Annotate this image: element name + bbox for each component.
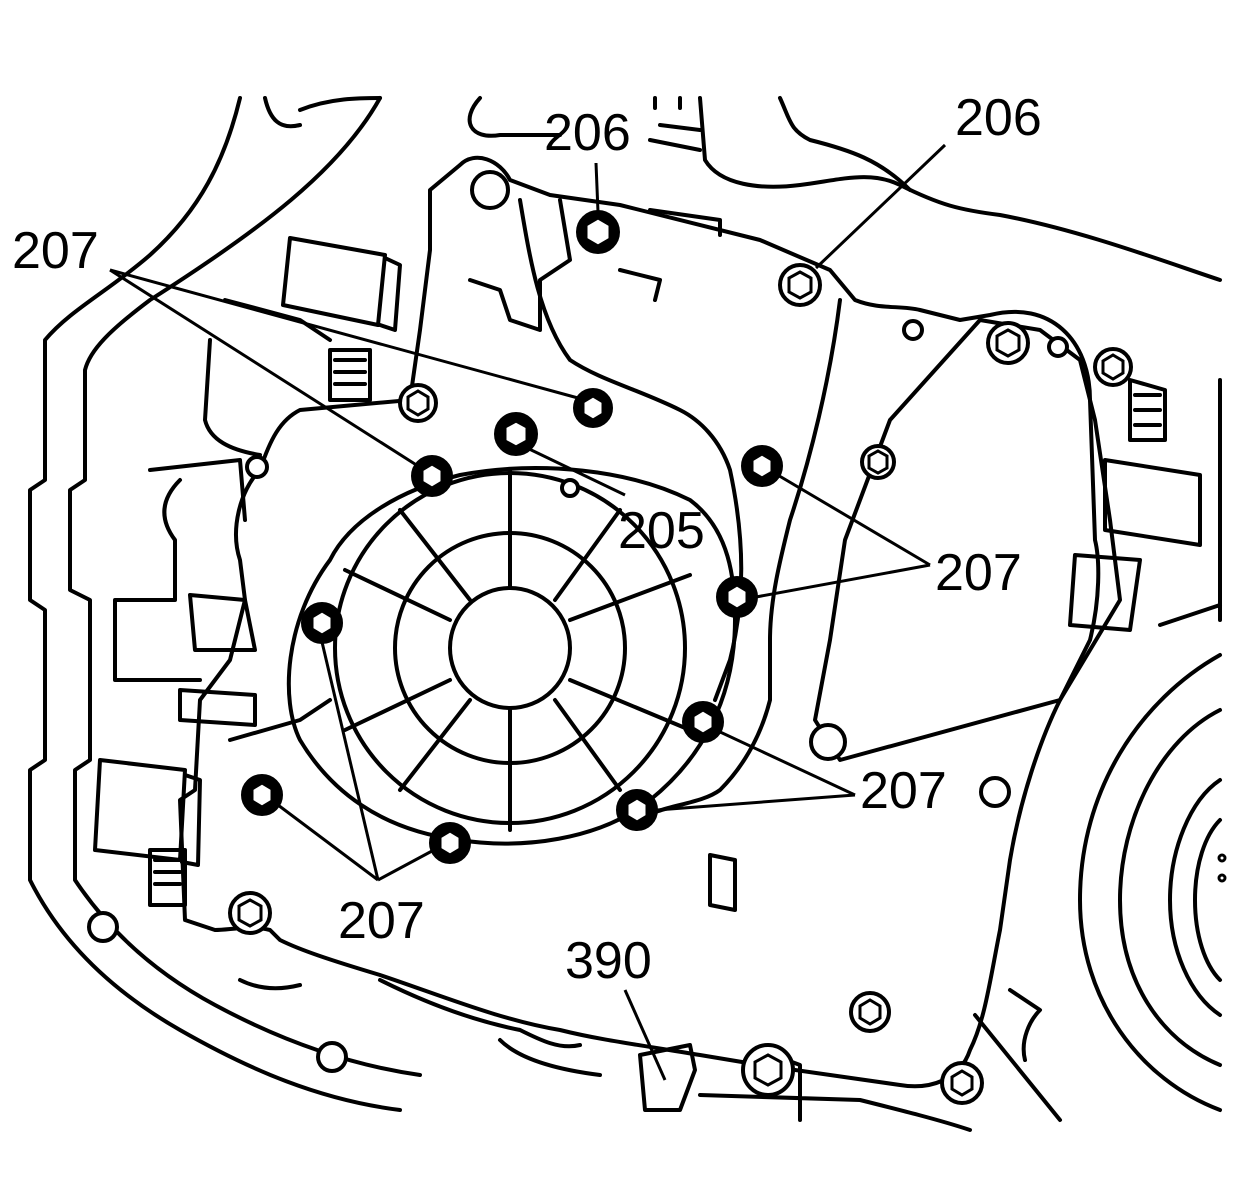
lower-right-contour <box>973 988 1062 1122</box>
valve-body-right-cover <box>813 318 1122 762</box>
case-top-contour <box>263 96 382 129</box>
bolts <box>87 170 1133 1105</box>
callout-207-bottom: 207 <box>338 892 425 950</box>
bottom-connector <box>638 853 737 1112</box>
top-bracket <box>467 96 702 152</box>
upper-left-solenoid <box>281 236 402 402</box>
callout-labels: 206 206 207 205 207 207 207 390 <box>12 89 1042 990</box>
valve-body-edge-2 <box>638 298 842 822</box>
callout-206-top-left: 206 <box>544 104 631 162</box>
center-upper-channel <box>468 198 722 332</box>
callout-207-lower-right: 207 <box>860 762 947 820</box>
lower-plate-edge <box>378 978 582 1049</box>
case-inner-outline <box>68 96 422 1077</box>
callout-390-bottom: 390 <box>565 932 652 990</box>
lower-left-contour <box>228 698 332 991</box>
converter-arc-mid <box>1118 708 1222 1067</box>
left-upper-contour <box>203 298 332 457</box>
left-plate-detail <box>113 458 247 682</box>
valve-body-inner-edge <box>518 198 744 702</box>
callout-207-left: 207 <box>12 222 99 280</box>
leader-lines <box>109 143 947 1081</box>
case-right-contour <box>778 96 1222 627</box>
callout-205-center: 205 <box>618 502 705 560</box>
callout-207-right: 207 <box>935 544 1022 602</box>
callout-206-top-right: 206 <box>955 89 1042 147</box>
converter-arc-hub <box>1193 818 1222 982</box>
right-solenoid <box>1068 378 1202 632</box>
converter-arc-inner <box>1168 778 1222 1017</box>
left-bracket <box>178 593 257 727</box>
converter-arc-outer <box>1078 653 1222 1112</box>
case-outline <box>28 96 402 1112</box>
center-cover <box>286 466 737 846</box>
lower-left-solenoid <box>93 758 202 907</box>
